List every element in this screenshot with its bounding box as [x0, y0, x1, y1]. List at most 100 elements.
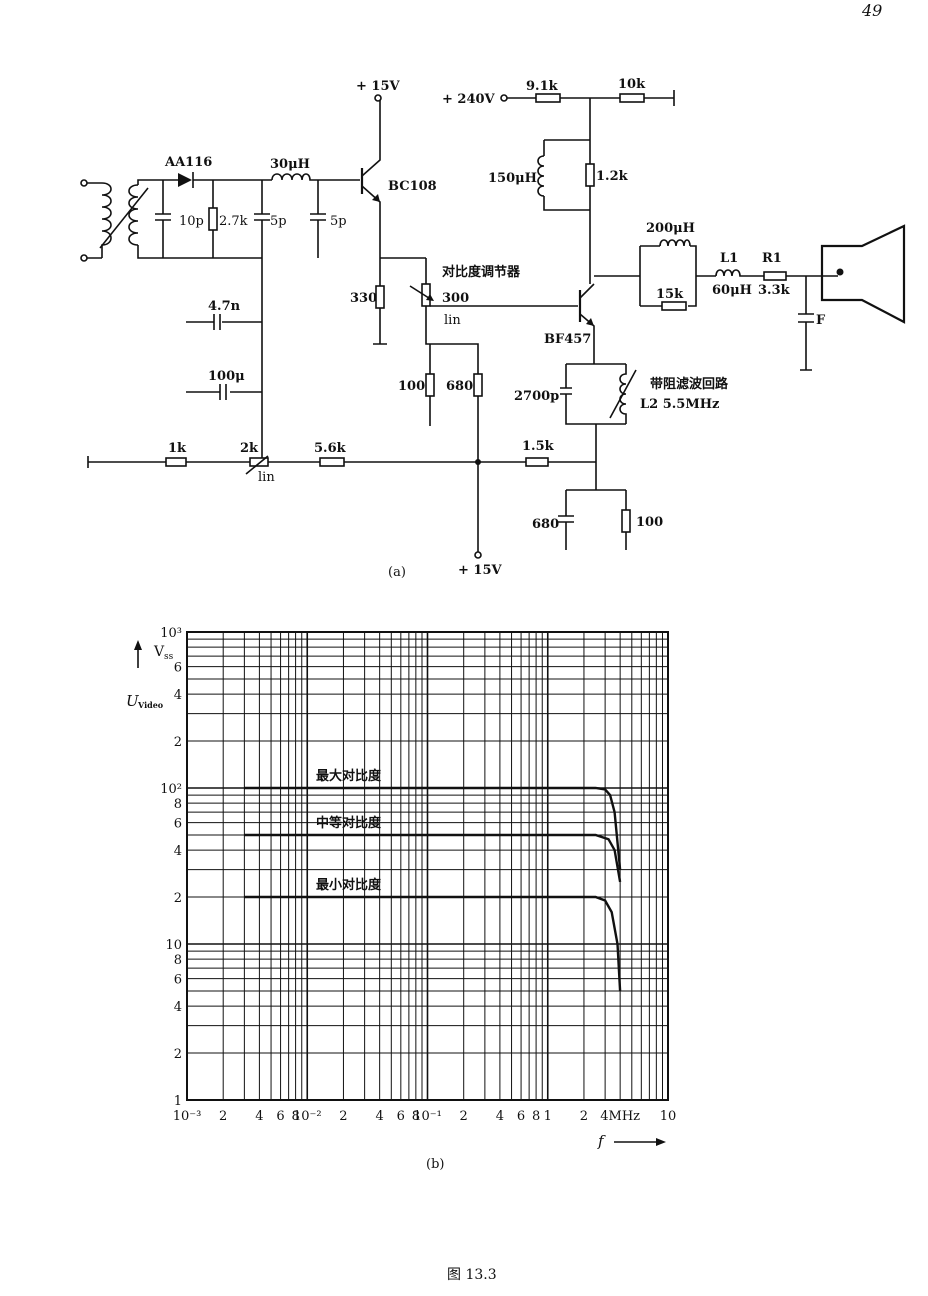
capacitor-5p-a-icon: [254, 180, 270, 462]
res-2-7k-label: 2.7k: [219, 214, 248, 229]
x-axis-label: f: [597, 1132, 606, 1150]
x-tick-label: 4: [376, 1109, 384, 1124]
y-tick-label: 2: [174, 1047, 182, 1062]
resistor-330-icon: [375, 285, 385, 309]
contrast-pot-value: 300: [442, 291, 469, 306]
x-tick-label: 10⁻³: [173, 1109, 202, 1124]
y-tick-label: 10: [165, 938, 182, 953]
supply-15v-top: + 15V: [356, 79, 401, 94]
capacitor-100u-icon: [186, 384, 262, 400]
resistor-100-b-icon: [621, 509, 631, 533]
circuit-diagram: AA116 10p 2.7k 5p 30μH 5p + 15V BC108 33…: [80, 77, 906, 580]
transformer-secondary-icon: [128, 184, 139, 246]
y-axis-unit: V: [153, 644, 165, 660]
diode-label: AA116: [164, 155, 212, 170]
chart-grid: [186, 631, 669, 1101]
x-tick-label: 2: [219, 1109, 227, 1124]
inductor-l2-label: L2 5.5MHz: [640, 397, 719, 412]
series-line-2: [244, 833, 622, 883]
x-tick-label: 4: [255, 1109, 263, 1124]
y-axis-label-sub: Video: [137, 700, 164, 710]
inductor-150uh-icon: [537, 155, 545, 197]
crt-tube-icon: [820, 224, 906, 324]
cap-5p-a-label: 5p: [270, 214, 287, 229]
circuit-sublabel: (a): [388, 565, 406, 580]
inductor-l1-label: L1: [720, 251, 738, 266]
x-tick-label: 2: [460, 1109, 468, 1124]
resistor-680-a-icon: [473, 373, 483, 397]
y-tick-label: 4: [174, 844, 182, 859]
y-axis-label: U: [126, 692, 140, 710]
capacitor-10p-icon: [155, 180, 171, 258]
transformer-primary-icon: [101, 182, 112, 258]
x-tick-label: 2: [580, 1109, 588, 1124]
resistor-r1-label: R1: [762, 251, 782, 266]
res-5-6k-label: 5.6k: [314, 441, 347, 456]
res-10k-label: 10k: [618, 77, 646, 92]
input-terminal-top: [80, 179, 88, 187]
chart-frame: [186, 631, 669, 1101]
res-680-a-label: 680: [446, 379, 473, 394]
x-tick-label: 8: [412, 1109, 420, 1124]
resistor-r1-icon: [763, 271, 787, 281]
cap-5p-b-label: 5p: [330, 214, 347, 229]
res-100-b-label: 100: [636, 515, 663, 530]
x-tick-label: 6: [397, 1109, 405, 1124]
y-tick-label: 6: [174, 973, 182, 988]
y-tick-label: 2: [174, 891, 182, 906]
contrast-pot-label: 对比度调节器: [442, 264, 521, 280]
y-tick-label: 6: [174, 817, 182, 832]
diode-icon: [178, 173, 192, 187]
x-tick-label: 10⁻¹: [413, 1109, 442, 1124]
series-label-1: 最大对比度: [316, 768, 382, 784]
y-tick-label: 8: [174, 953, 182, 968]
transistor-bc108-label: BC108: [388, 179, 437, 194]
resistor-1-5k-icon: [525, 457, 549, 467]
series-line-1: [244, 786, 622, 870]
transistor-bf457-label: BF457: [544, 332, 591, 347]
x-tick-label: 10⁻²: [293, 1109, 322, 1124]
x-tick-label: 8: [532, 1109, 540, 1124]
y-axis-unit-sub: ss: [164, 652, 174, 662]
resistor-r1-value: 3.3k: [758, 283, 791, 298]
x-tick-label: 6: [276, 1109, 284, 1124]
inductor-l1-value: 60μH: [712, 283, 752, 298]
x-tick-label: 1: [544, 1109, 552, 1124]
lin-label-1: lin: [444, 313, 461, 328]
supply-15v-bottom: + 15V: [458, 563, 503, 578]
y-tick-label: 8: [174, 797, 182, 812]
pot-2k-label: 2k: [240, 441, 259, 456]
cap-680-b-label: 680: [532, 517, 559, 532]
resistor-2-7k-icon: [208, 207, 218, 231]
cap-2700p-label: 2700p: [514, 389, 559, 404]
series-line-3: [244, 895, 622, 992]
supply-240v: + 240V: [442, 92, 496, 107]
figure-caption: 图 13.3: [447, 1267, 497, 1283]
chart-sublabel: (b): [426, 1157, 444, 1172]
capacitor-4-7n-icon: [186, 314, 262, 330]
y-tick-label: 6: [174, 661, 182, 676]
lin-label-2: lin: [258, 470, 275, 485]
x-tick-label: 10: [660, 1109, 677, 1124]
series-label-2: 中等对比度: [316, 815, 382, 831]
input-terminal-bottom: [80, 254, 88, 262]
resistor-10k-icon: [619, 93, 645, 103]
resistor-5-6k-icon: [319, 457, 345, 467]
resistor-15k-icon: [661, 301, 687, 311]
inductor-150uh-label: 150μH: [488, 171, 537, 186]
page-number: 49: [861, 1, 882, 20]
resistor-1-2k-icon: [585, 163, 595, 187]
series-label-3: 最小对比度: [316, 877, 382, 893]
res-1-2k-label: 1.2k: [596, 169, 629, 184]
inductor-200uh-icon: [659, 239, 691, 247]
res-15k-label: 15k: [656, 287, 684, 302]
pot-2k-icon: [249, 457, 269, 467]
x-tick-label: 4MHz: [600, 1109, 640, 1124]
y-tick-label: 10³: [160, 626, 182, 641]
y-tick-label: 4: [174, 688, 182, 703]
res-100-a-label: 100: [398, 379, 425, 394]
